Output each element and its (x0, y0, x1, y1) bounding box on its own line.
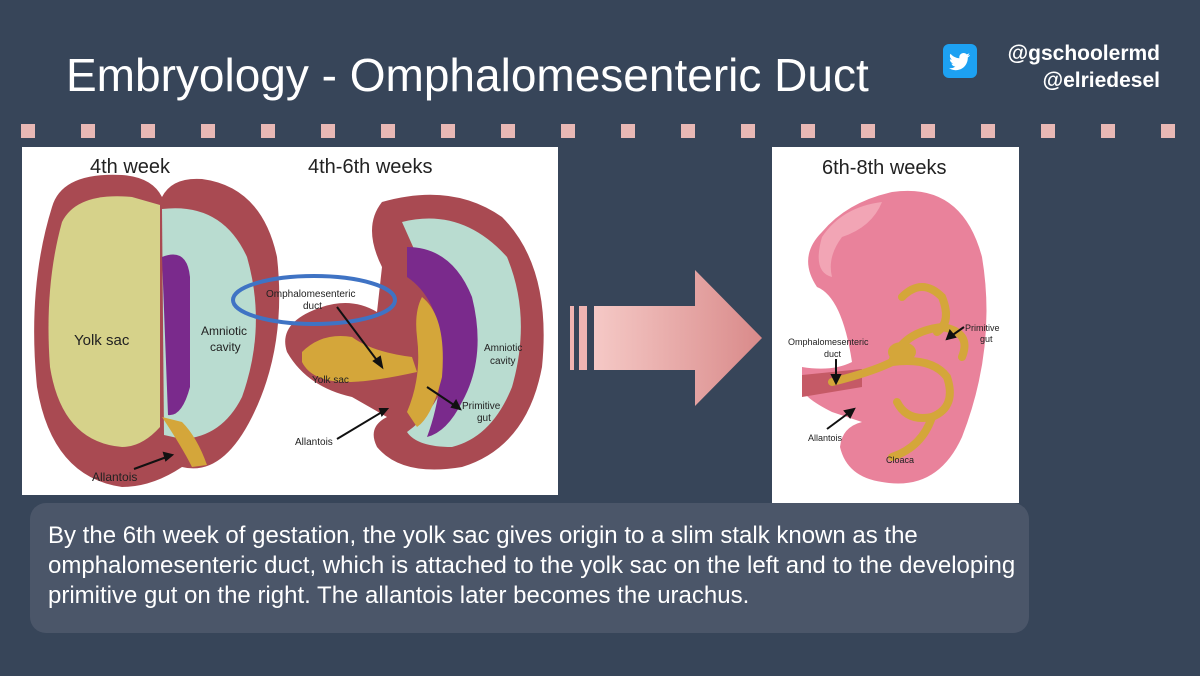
decorative-dot (201, 124, 215, 138)
label-allantois-1: Allantois (92, 470, 137, 484)
label-omphalomesenteric-1: Omphalomesenteric (266, 289, 355, 300)
decorative-dot (801, 124, 815, 138)
label-amniotic-2: Amniotic (484, 343, 522, 354)
label-yolk-sac-2: Yolk sac (312, 375, 349, 386)
decorative-dot (741, 124, 755, 138)
decorative-dot (501, 124, 515, 138)
label-cavity-2: cavity (490, 356, 516, 367)
caption-text: By the 6th week of gestation, the yolk s… (48, 522, 1016, 609)
decorative-dot (621, 124, 635, 138)
label-omphalomesenteric: Omphalomesenteric (788, 337, 869, 347)
twitter-handle-2[interactable]: @elriedesel (1042, 69, 1160, 92)
decorative-dot (441, 124, 455, 138)
social-handles: @gschoolermd @elriedesel (1008, 40, 1160, 94)
label-allantois: Allantois (808, 433, 843, 443)
label-yolk-sac: Yolk sac (74, 332, 130, 349)
label-cavity-1: cavity (210, 340, 241, 354)
decorative-dot (21, 124, 35, 138)
highlight-ellipse (231, 274, 397, 326)
decorative-dot (1101, 124, 1115, 138)
decorative-dot (981, 124, 995, 138)
decorative-dot (141, 124, 155, 138)
label-duct: duct (824, 349, 842, 359)
embryo-diagram-4th-6th-weeks: 4th week 4th-6th weeks Yolk sac Amniotic… (22, 147, 558, 495)
slide-title: Embryology - Omphalomesenteric Duct (66, 49, 869, 101)
label-primitive-1: Primitive (462, 401, 501, 412)
decorative-dot (381, 124, 395, 138)
label-cloaca: Cloaca (886, 455, 914, 465)
decorative-dot (681, 124, 695, 138)
decorative-dot (261, 124, 275, 138)
label-primitive: Primitive (965, 323, 1000, 333)
decorative-dot (81, 124, 95, 138)
label-duct-1: duct (303, 301, 322, 312)
decorative-dot (861, 124, 875, 138)
decorative-dot (1161, 124, 1175, 138)
embryo-illustration-left: 4th week 4th-6th weeks Yolk sac Amniotic… (34, 156, 544, 487)
decorative-dots (0, 116, 1200, 138)
twitter-handle-1[interactable]: @gschoolermd (1007, 42, 1160, 65)
decorative-dot (321, 124, 335, 138)
decorative-dot (1041, 124, 1055, 138)
embryo-diagram-6th-8th-weeks: 6th-8th weeks Primitive gut Omphalomesen… (772, 147, 1019, 503)
label-allantois-2: Allantois (295, 437, 333, 448)
embryo-illustration-right: 6th-8th weeks Primitive gut Omphalomesen… (788, 157, 1000, 484)
decorative-dot (561, 124, 575, 138)
heading-4th-6th-weeks: 4th-6th weeks (308, 156, 433, 178)
caption-box (30, 503, 1029, 633)
heading-6th-8th-weeks: 6th-8th weeks (822, 157, 947, 179)
label-amniotic-1: Amniotic (201, 324, 247, 338)
twitter-bird-icon (943, 44, 977, 78)
label-gut: gut (980, 334, 993, 344)
label-gut-1: gut (477, 413, 491, 424)
transition-arrow-icon (570, 270, 762, 406)
decorative-dot (921, 124, 935, 138)
heading-4th-week: 4th week (90, 156, 171, 178)
